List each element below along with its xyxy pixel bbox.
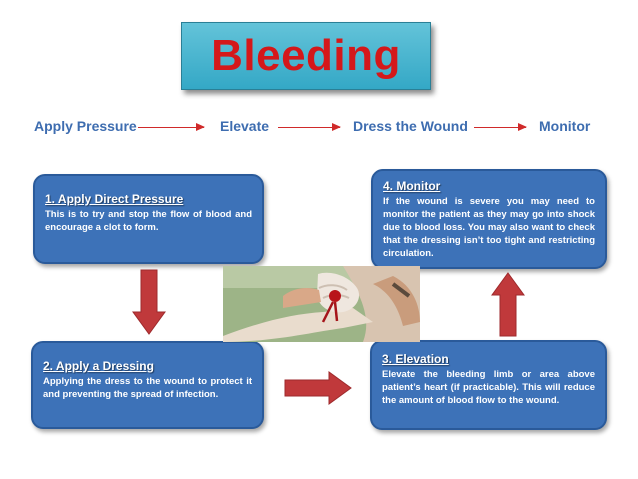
card-body: If the wound is severe you may need to m… bbox=[383, 196, 595, 259]
step-monitor: Monitor bbox=[539, 118, 591, 134]
card-title: 4. Monitor bbox=[383, 179, 441, 193]
card-apply-a-dressing: 2. Apply a Dressing Applying the dress t… bbox=[31, 341, 264, 429]
arrow-down bbox=[132, 269, 166, 335]
card-apply-direct-pressure: 1. Apply Direct Pressure This is to try … bbox=[33, 174, 264, 264]
step-elevate: Elevate bbox=[220, 118, 270, 134]
arrow-up bbox=[491, 272, 525, 337]
card-body: This is to try and stop the flow of bloo… bbox=[45, 209, 252, 233]
bandaged-hand-illustration bbox=[223, 266, 420, 342]
card-elevation: 3. Elevation Elevate the bleeding limb o… bbox=[370, 340, 607, 430]
card-body: Applying the dress to the wound to prote… bbox=[43, 376, 252, 400]
flow-arrow-3 bbox=[474, 123, 527, 131]
bandaged-hand-photo bbox=[223, 266, 420, 342]
card-title: 3. Elevation bbox=[382, 352, 449, 366]
flow-arrow-2 bbox=[278, 123, 341, 131]
step-flow: Apply Pressure Elevate Dress the Wound M… bbox=[0, 118, 638, 138]
card-monitor: 4. Monitor If the wound is severe you ma… bbox=[371, 169, 607, 269]
step-apply-pressure: Apply Pressure bbox=[34, 118, 137, 134]
step-dress-the-wound: Dress the Wound bbox=[353, 118, 468, 134]
card-title: 1. Apply Direct Pressure bbox=[45, 192, 184, 206]
card-title: 2. Apply a Dressing bbox=[43, 359, 154, 373]
page-title: Bleeding bbox=[211, 31, 401, 80]
flow-arrow-1 bbox=[138, 123, 205, 131]
arrow-right bbox=[284, 371, 352, 405]
title-banner: Bleeding bbox=[181, 22, 431, 90]
card-body: Elevate the bleeding limb or area above … bbox=[382, 369, 595, 406]
